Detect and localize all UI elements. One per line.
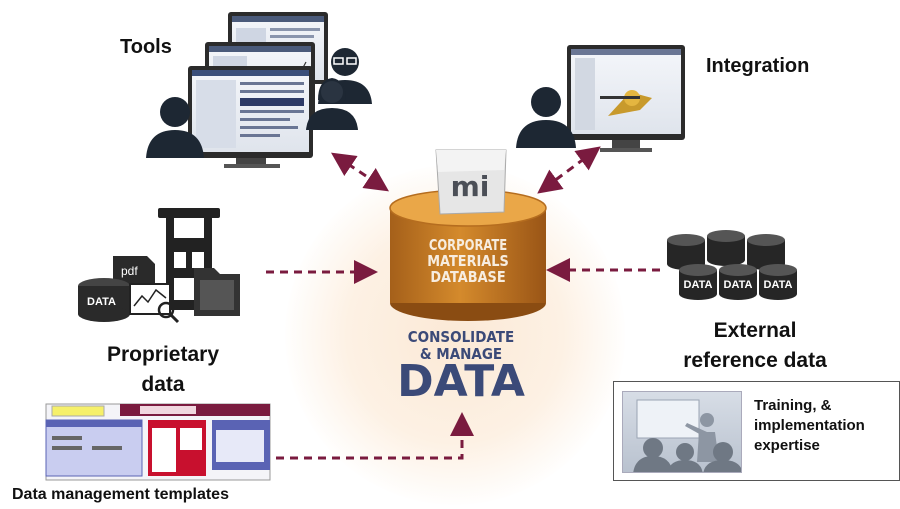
corporate-database-cylinder [389, 189, 547, 321]
connector-arrows [266, 146, 660, 460]
data-disk-label: DATA [87, 296, 116, 308]
pdf-text: pdf [121, 264, 138, 278]
data-disk-label: DATA [724, 279, 753, 291]
training-line3: expertise [754, 437, 820, 454]
label-data-templates: Data management templates [12, 486, 229, 503]
center-title-data: DATA [397, 356, 525, 407]
chart-window-icon [129, 283, 171, 315]
proprietary-data-illustration: pdf DATA [78, 208, 240, 324]
database-label-line2: MATERIALS [427, 253, 509, 270]
training-line2: implementation [754, 417, 865, 434]
data-disk-icon [667, 234, 705, 270]
training-line1: Training, & [754, 397, 832, 414]
data-disk-icon [707, 230, 745, 266]
training-presentation-image [622, 391, 742, 473]
training-text: Training, & implementation expertise [754, 396, 865, 456]
label-tools: Tools [120, 36, 172, 58]
data-disk-icon: DATA [679, 264, 717, 300]
person-icon [306, 78, 358, 130]
tools-illustration [146, 12, 372, 168]
label-external-line2: reference data [683, 349, 827, 372]
label-proprietary-line2: data [141, 373, 185, 396]
center-title-line2: & MANAGE [420, 346, 502, 363]
monitor-icon [567, 45, 685, 152]
training-box: Training, & implementation expertise [613, 381, 900, 481]
arrow-integration [537, 146, 601, 194]
label-proprietary-line1: Proprietary [106, 343, 220, 366]
mi-logo-text: mi [451, 170, 490, 203]
database-label-line1: CORPORATE [429, 237, 507, 254]
label-external-line1: External [713, 319, 797, 342]
data-disk-label: DATA [684, 279, 713, 291]
data-disk-icon: DATA [78, 278, 130, 322]
data-disk-icon: DATA [759, 264, 797, 300]
magnifier-icon [157, 301, 180, 324]
arrow-tools [331, 152, 389, 192]
person-icon [146, 97, 204, 158]
mi-logo-card [435, 149, 507, 215]
data-disk-label: DATA [764, 279, 793, 291]
data-disk-icon: DATA [719, 264, 757, 300]
integration-illustration [516, 45, 685, 152]
label-external-data: External reference data [640, 316, 870, 376]
folder-icon [194, 268, 240, 316]
label-integration: Integration [706, 55, 810, 77]
external-data-illustration: DATA DATA DATA [667, 230, 797, 300]
database-label-line3: DATABASE [430, 269, 505, 286]
data-disk-icon [747, 234, 785, 270]
templates-illustration [45, 403, 271, 481]
center-title-line1: CONSOLIDATE [408, 329, 514, 346]
presenter-icon [633, 399, 741, 472]
label-proprietary-data: Proprietary data [78, 340, 248, 400]
person-icon [516, 87, 576, 148]
monitor-icon [188, 66, 313, 168]
arrow-templates [276, 412, 474, 460]
